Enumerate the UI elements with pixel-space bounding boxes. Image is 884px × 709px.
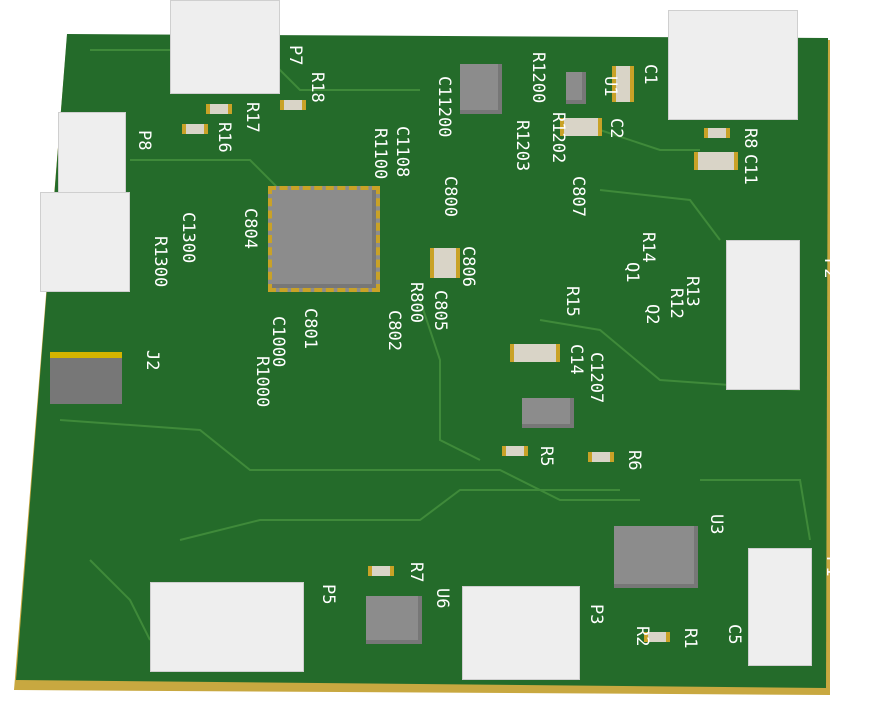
silkscreen-label-c1300: C1300	[178, 212, 198, 264]
silkscreen-label-r1200: R1200	[528, 52, 548, 104]
silkscreen-label-c806: C806	[458, 246, 478, 287]
silkscreen-label-r6: R6	[624, 450, 644, 471]
ic-u1	[566, 72, 586, 104]
connector-p1	[748, 548, 812, 666]
silkscreen-label-c2: C2	[606, 118, 626, 139]
silkscreen-label-c11: C11	[740, 154, 760, 185]
silkscreen-label-p1: P1	[822, 556, 842, 577]
silkscreen-label-r13: R13	[682, 276, 702, 307]
resistor-r16	[182, 124, 208, 134]
silkscreen-label-p8: P8	[134, 130, 154, 151]
ic-regulator	[460, 64, 502, 114]
silkscreen-label-r5: R5	[536, 446, 556, 467]
silkscreen-label-c14: C14	[566, 344, 586, 375]
silkscreen-label-c1000: C1000	[268, 316, 288, 368]
silkscreen-label-r1100: R1100	[370, 128, 390, 180]
capacitor-c14	[510, 344, 560, 362]
silkscreen-label-r1: R1	[680, 628, 700, 649]
resistor-r8	[704, 128, 730, 138]
capacitor-c11	[694, 152, 738, 170]
silkscreen-label-u1: U1	[600, 76, 620, 97]
board-surface	[16, 34, 828, 688]
connector-p7	[170, 0, 280, 94]
silkscreen-label-c802: C802	[384, 310, 404, 351]
capacitor-c1	[612, 66, 634, 102]
silkscreen-label-r8: R8	[740, 128, 760, 149]
silkscreen-label-r1300: R1300	[150, 236, 170, 288]
silkscreen-label-j2: J2	[142, 350, 162, 371]
silkscreen-label-r800: R800	[406, 282, 426, 323]
silkscreen-label-c1: C1	[640, 64, 660, 85]
silkscreen-label-r7: R7	[406, 562, 426, 583]
resistor-r5	[502, 446, 528, 456]
silkscreen-label-q1: Q1	[622, 262, 642, 283]
resistor-r1	[644, 632, 670, 642]
silkscreen-label-r15: R15	[562, 286, 582, 317]
connector-p8	[58, 112, 126, 202]
silkscreen-label-r14: R14	[638, 232, 658, 263]
silkscreen-label-c1108: C1108	[392, 126, 412, 178]
silkscreen-label-c5: C5	[724, 624, 744, 645]
silkscreen-label-p5: P5	[318, 584, 338, 605]
connector-p5	[150, 582, 304, 672]
silkscreen-label-r16: R16	[214, 122, 234, 153]
silkscreen-label-r2: R2	[632, 626, 652, 647]
resistor-r6	[588, 452, 614, 462]
ic-r5-package	[522, 398, 574, 428]
microcontroller-chip	[268, 186, 380, 292]
capacitor-c2	[560, 118, 602, 136]
silkscreen-label-r1202: R1202	[548, 112, 568, 164]
silkscreen-label-p3: P3	[586, 604, 606, 625]
silkscreen-label-c807: C807	[568, 176, 588, 217]
header-j2	[50, 352, 122, 404]
silkscreen-label-r1203: R1203	[512, 120, 532, 172]
silkscreen-label-c800: C800	[440, 176, 460, 217]
resistor-r18	[280, 100, 306, 110]
silkscreen-label-q2: Q2	[642, 304, 662, 325]
silkscreen-label-r17: R17	[242, 102, 262, 133]
connector-p6	[40, 192, 130, 292]
silkscreen-label-c11200: C11200	[434, 76, 454, 138]
silkscreen-label-r18: R18	[307, 72, 327, 103]
silkscreen-label-p2: P2	[820, 258, 840, 279]
ic-u3	[614, 526, 698, 588]
silkscreen-label-p7: P7	[285, 45, 305, 66]
connector-p-top-right	[668, 10, 798, 120]
connector-p2	[726, 240, 800, 390]
silkscreen-label-c801: C801	[300, 308, 320, 349]
silkscreen-label-c1207: C1207	[586, 352, 606, 404]
silkscreen-label-c805: C805	[430, 290, 450, 331]
resistor-r7	[368, 566, 394, 576]
capacitor-c806	[430, 248, 460, 278]
silkscreen-label-u6: U6	[432, 588, 452, 609]
resistor-r17	[206, 104, 232, 114]
connector-p3	[462, 586, 580, 680]
ic-u6	[366, 596, 422, 644]
silkscreen-label-u3: U3	[706, 514, 726, 535]
silkscreen-label-c804: C804	[240, 208, 260, 249]
